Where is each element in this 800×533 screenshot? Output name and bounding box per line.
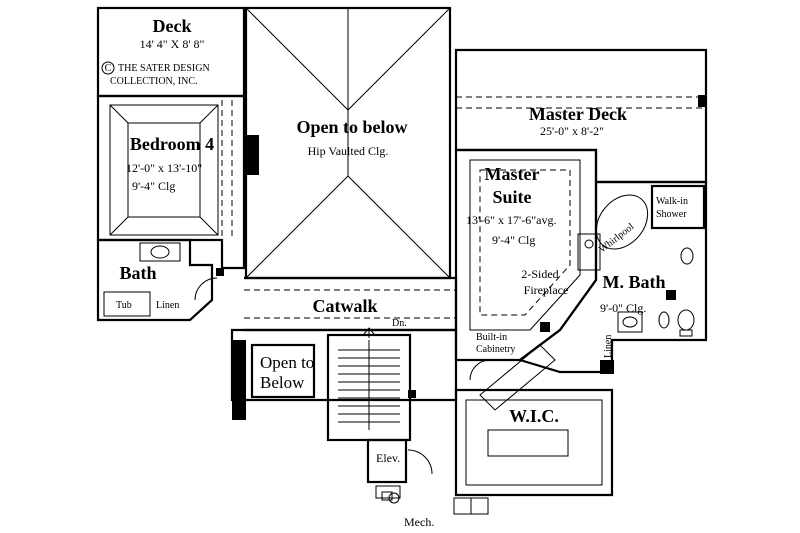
open-below-note: Hip Vaulted Clg. [308, 144, 389, 158]
copyright-symbol: C [105, 63, 112, 74]
open-below-name: Open to below [296, 117, 407, 137]
fixtures [103, 166, 695, 504]
walk-in-shower-line1: Walk-in [656, 196, 688, 207]
stair-treads [338, 327, 400, 430]
open-below-lower-line2: Below [260, 373, 305, 392]
m-bath-clg: 9'-0" Clg. [600, 301, 646, 315]
room-labels: Deck 14' 4" X 8' 8" Open to below Hip Va… [116, 16, 688, 529]
mech-label: Mech. [404, 515, 434, 529]
master-deck-dims: 25'-0" x 8'-2" [540, 124, 604, 138]
solid-walls [216, 95, 706, 420]
vault-lines [109, 7, 581, 331]
copyright-circle [101, 61, 115, 75]
bedroom4-clg: 9'-4" Clg [132, 179, 175, 193]
dashed-lines [221, 96, 706, 400]
linen-mbath-label: Linen [603, 335, 614, 358]
master-suite-line2: Suite [492, 187, 531, 207]
whirlpool-label: Whirlpool [597, 221, 636, 255]
open-below-lower-line1: Open to [260, 353, 314, 372]
elev-label: Elev. [376, 451, 400, 465]
walk-in-shower-line2: Shower [656, 209, 687, 220]
master-suite-clg: 9'-4" Clg [492, 233, 535, 247]
linen-label: Linen [156, 300, 179, 311]
deck-name: Deck [153, 16, 192, 36]
bedroom4-dims: 12'-0" x 13'-10" [126, 161, 202, 175]
wic-label: W.I.C. [509, 406, 559, 426]
copyright-block: C THE SATER DESIGN COLLECTION, INC. [101, 61, 210, 87]
built-in-line1: Built-in [476, 332, 507, 343]
tub-label: Tub [116, 300, 132, 311]
dn-label: Dn. [392, 318, 407, 329]
fireplace-line1: 2-Sided [521, 267, 558, 281]
master-deck-name: Master Deck [529, 104, 627, 124]
deck-dims: 14' 4" X 8' 8" [140, 37, 205, 51]
master-suite-line1: Master [485, 164, 540, 184]
bath-label: Bath [119, 263, 156, 283]
copyright-line2: COLLECTION, INC. [110, 76, 198, 87]
master-suite-dims: 13'-6" x 17'-6"avg. [466, 213, 556, 227]
catwalk-label: Catwalk [312, 296, 377, 316]
m-bath-name: M. Bath [603, 272, 666, 292]
bedroom4-name: Bedroom 4 [130, 134, 214, 154]
fireplace-line2: Fireplace [524, 283, 569, 297]
built-in-line2: Cabinetry [476, 344, 515, 355]
copyright-line1: THE SATER DESIGN [118, 63, 210, 74]
